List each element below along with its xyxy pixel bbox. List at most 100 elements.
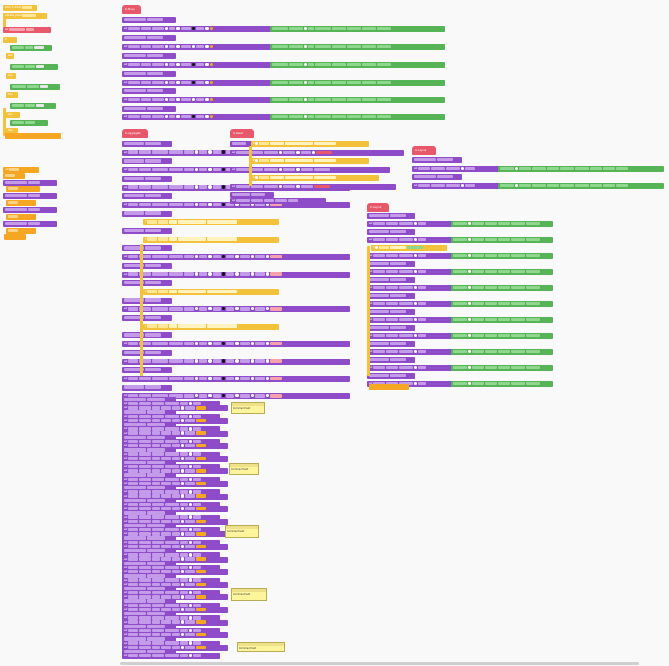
input-slot[interactable] — [124, 460, 146, 465]
value-socket[interactable] — [189, 464, 193, 469]
input-slot[interactable] — [226, 376, 235, 381]
input-slot[interactable] — [165, 414, 180, 419]
input-slot[interactable] — [172, 456, 181, 461]
procedure-call-block[interactable] — [3, 180, 57, 186]
input-slot[interactable] — [5, 180, 27, 185]
value-socket[interactable] — [189, 641, 193, 645]
input-slot[interactable] — [139, 532, 152, 536]
input-slot[interactable] — [128, 114, 141, 119]
input-slot[interactable] — [172, 569, 181, 574]
input-slot[interactable] — [453, 365, 467, 370]
input-slot[interactable] — [184, 167, 195, 172]
value-socket[interactable] — [266, 307, 270, 311]
input-slot[interactable] — [526, 381, 541, 386]
input-slot[interactable] — [313, 184, 330, 189]
input-slot[interactable] — [185, 557, 196, 561]
if-block[interactable]: if — [251, 141, 369, 147]
procedure-hat[interactable]: to Aggregate — [122, 129, 148, 138]
value-socket[interactable] — [181, 557, 185, 561]
procedure-call-block[interactable] — [122, 397, 176, 403]
set-property-block[interactable]: set — [122, 393, 350, 400]
procedure-call-block[interactable] — [412, 174, 462, 180]
value-socket[interactable] — [165, 44, 169, 49]
input-slot[interactable] — [270, 158, 285, 163]
value-socket[interactable] — [208, 272, 212, 276]
value-socket[interactable] — [181, 544, 185, 549]
input-slot[interactable] — [139, 557, 152, 561]
set-property-block[interactable]: set — [367, 221, 453, 227]
input-slot[interactable] — [255, 341, 265, 346]
input-slot[interactable] — [185, 569, 196, 574]
input-slot[interactable] — [169, 289, 178, 294]
input-slot[interactable] — [124, 333, 144, 337]
set-property-block[interactable]: set — [367, 333, 453, 339]
value-socket[interactable] — [209, 62, 213, 67]
input-slot[interactable] — [152, 80, 165, 85]
input-slot[interactable] — [165, 590, 180, 595]
input-slot[interactable] — [255, 307, 265, 311]
input-slot[interactable] — [532, 166, 547, 171]
input-slot[interactable] — [139, 272, 152, 276]
input-slot[interactable] — [316, 150, 333, 155]
input-slot[interactable] — [511, 269, 526, 274]
input-slot[interactable] — [377, 114, 392, 119]
input-slot[interactable] — [180, 80, 191, 85]
math-block[interactable] — [451, 381, 553, 387]
input-slot[interactable] — [169, 254, 184, 259]
value-socket[interactable] — [191, 44, 196, 49]
event-block[interactable]: when 3 clicked — [3, 5, 37, 11]
input-slot[interactable] — [196, 595, 207, 599]
input-slot[interactable] — [152, 653, 165, 658]
value-socket[interactable] — [461, 166, 465, 171]
input-slot[interactable] — [347, 62, 362, 67]
set-property-block[interactable]: set — [122, 544, 228, 550]
input-slot[interactable] — [196, 431, 207, 435]
value-socket[interactable] — [255, 175, 259, 180]
input-slot[interactable] — [147, 460, 165, 465]
procedure-call-block[interactable] — [122, 280, 172, 287]
value-socket[interactable] — [266, 202, 270, 207]
input-slot[interactable] — [8, 186, 18, 191]
value-socket[interactable] — [235, 376, 239, 381]
input-slot[interactable] — [147, 435, 165, 440]
procedure-call-block[interactable] — [122, 548, 176, 555]
input-slot[interactable] — [124, 611, 146, 616]
value-socket[interactable] — [205, 114, 209, 119]
input-slot[interactable] — [616, 183, 629, 188]
input-slot[interactable] — [161, 418, 172, 423]
math-block[interactable] — [451, 333, 553, 339]
input-slot[interactable] — [373, 349, 386, 354]
input-slot[interactable] — [178, 289, 207, 294]
comment-titlebar[interactable] — [238, 643, 284, 646]
procedure-call-block[interactable] — [230, 141, 254, 147]
comment-titlebar[interactable] — [232, 589, 266, 592]
input-slot[interactable] — [590, 183, 603, 188]
input-slot[interactable] — [180, 477, 189, 482]
input-slot[interactable] — [347, 114, 362, 119]
value-socket[interactable] — [191, 26, 196, 31]
input-slot[interactable] — [212, 376, 221, 381]
input-slot[interactable] — [418, 253, 427, 258]
input-slot[interactable] — [139, 620, 152, 624]
input-slot[interactable] — [373, 285, 386, 290]
input-slot[interactable] — [147, 473, 165, 477]
set-property-block[interactable]: set — [367, 317, 453, 323]
input-slot[interactable] — [255, 376, 265, 381]
input-slot[interactable] — [485, 317, 498, 322]
set-property-block[interactable]: set — [122, 594, 228, 601]
input-slot[interactable] — [526, 301, 541, 306]
value-socket[interactable] — [515, 166, 519, 171]
value-socket[interactable] — [181, 519, 185, 523]
input-slot[interactable] — [255, 394, 265, 398]
value-socket[interactable] — [221, 341, 226, 346]
input-slot[interactable] — [128, 341, 139, 346]
procedure-call-block[interactable] — [122, 510, 176, 517]
input-slot[interactable] — [251, 150, 264, 155]
input-slot[interactable] — [169, 272, 184, 276]
value-socket[interactable] — [468, 365, 472, 370]
input-slot[interactable] — [165, 578, 180, 582]
procedure-call-block[interactable] — [122, 623, 176, 630]
input-slot[interactable] — [139, 590, 152, 595]
input-slot[interactable] — [196, 97, 205, 102]
input-slot[interactable] — [180, 490, 189, 494]
